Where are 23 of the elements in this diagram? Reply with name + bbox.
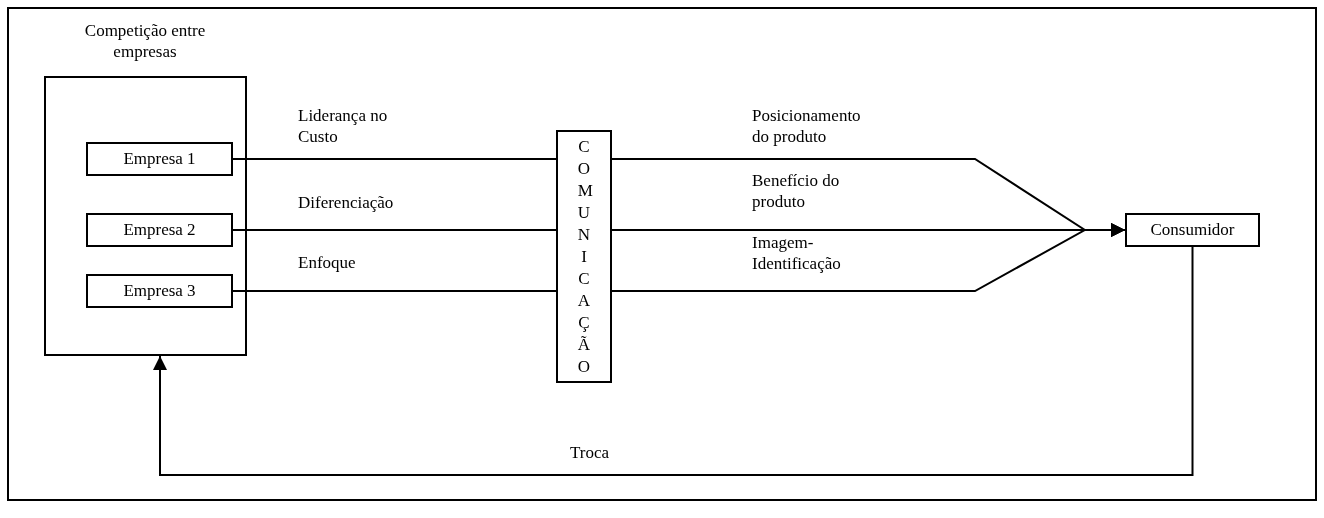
box-label: Empresa 1: [123, 149, 196, 169]
vertical-label: COMUNICAÇÃO: [577, 135, 591, 378]
edge-label: Diferenciação: [298, 192, 394, 213]
process-box: [1125, 213, 1260, 247]
connector-line: [611, 223, 1126, 292]
edge-label: Enfoque: [298, 252, 356, 273]
box-label: Empresa 3: [123, 281, 196, 301]
vertical-label-box: [556, 130, 612, 383]
connector-line: [232, 158, 557, 160]
connector-line: [232, 290, 557, 292]
connector-line: [232, 229, 557, 231]
group-heading: Competição entre empresas: [83, 20, 207, 62]
edge-label: Benefício do produto: [752, 170, 840, 212]
edge-label: Troca: [570, 442, 610, 463]
connector-line: [153, 246, 1194, 476]
edge-label: Posicionamento do produto: [752, 105, 862, 147]
edge-label: Imagem-Identificação: [752, 232, 842, 274]
process-box: [86, 213, 233, 247]
edge-label: Liderança no Custo: [298, 105, 389, 147]
box-label: Consumidor: [1150, 220, 1235, 240]
box-label: Empresa 2: [123, 220, 196, 240]
process-box: [86, 274, 233, 308]
process-box: [86, 142, 233, 176]
